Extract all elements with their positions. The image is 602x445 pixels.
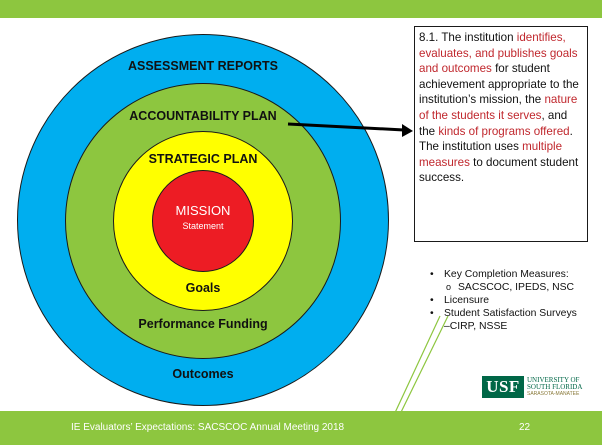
pointer-arrow-line [287, 122, 405, 132]
pointer-arrow-head [402, 124, 413, 137]
page-number: 22 [519, 422, 531, 433]
bullet-key-completion: Key Completion Measures: [430, 268, 600, 281]
bullet-cirp-nsse: –CIRP, NSSE [444, 321, 508, 332]
usf-university-of: UNIVERSITY OF [527, 376, 580, 384]
std-text: 8.1. The institution [419, 31, 517, 44]
std-text: for student achievement appropriate to t… [419, 62, 579, 107]
bullet-student-satisfaction: Student Satisfaction Surveys [430, 307, 600, 320]
std-highlight: nature of the students it serves [419, 93, 578, 122]
assessment-reports-label: ASSESSMENT REPORTS [127, 59, 279, 73]
std-text: . The institution uses [419, 124, 573, 154]
accountability-plan-ring [65, 83, 341, 359]
bullet-licensure: Licensure [430, 294, 600, 307]
outcomes-label: Outcomes [172, 367, 234, 381]
measures-bullet-list: Key Completion Measures: SACSCOC, IPEDS,… [430, 268, 600, 333]
goals-label: Goals [185, 281, 221, 295]
std-text: to document student success. [419, 155, 579, 185]
usf-south-florida: SOUTH FLORIDA [527, 383, 583, 391]
usf-sarasota-manatee: SARASOTA-MANATEE [527, 391, 580, 397]
accountability-plan-label: ACCOUNTABILITY PLAN [129, 109, 277, 123]
mission-statement-label: Statement [182, 221, 224, 231]
bullet-sub-sacscoc: SACSCOC, IPEDS, NSC [430, 281, 600, 294]
mission-circle [152, 170, 254, 272]
std-highlight: multiple measures [419, 140, 563, 169]
standard-8-1-textbox: 8.1. The institution identifies, evaluat… [414, 26, 588, 242]
bottom-bar [0, 411, 602, 445]
mission-label: MISSION [175, 203, 231, 218]
performance-funding-label: Performance Funding [138, 317, 268, 331]
std-text: , and the [419, 108, 568, 138]
std-highlight: identifies, evaluates, and publishes goa… [419, 31, 578, 76]
usf-mark: USF [482, 376, 524, 398]
top-bar [0, 0, 602, 18]
footer-title: IE Evaluators’ Expectations: SACSCOC Ann… [71, 422, 345, 433]
std-highlight: kinds of programs offered [438, 124, 570, 138]
usf-logo: USF UNIVERSITY OF SOUTH FLORIDA SARASOTA… [482, 376, 583, 398]
strategic-plan-label: STRATEGIC PLAN [148, 152, 258, 166]
